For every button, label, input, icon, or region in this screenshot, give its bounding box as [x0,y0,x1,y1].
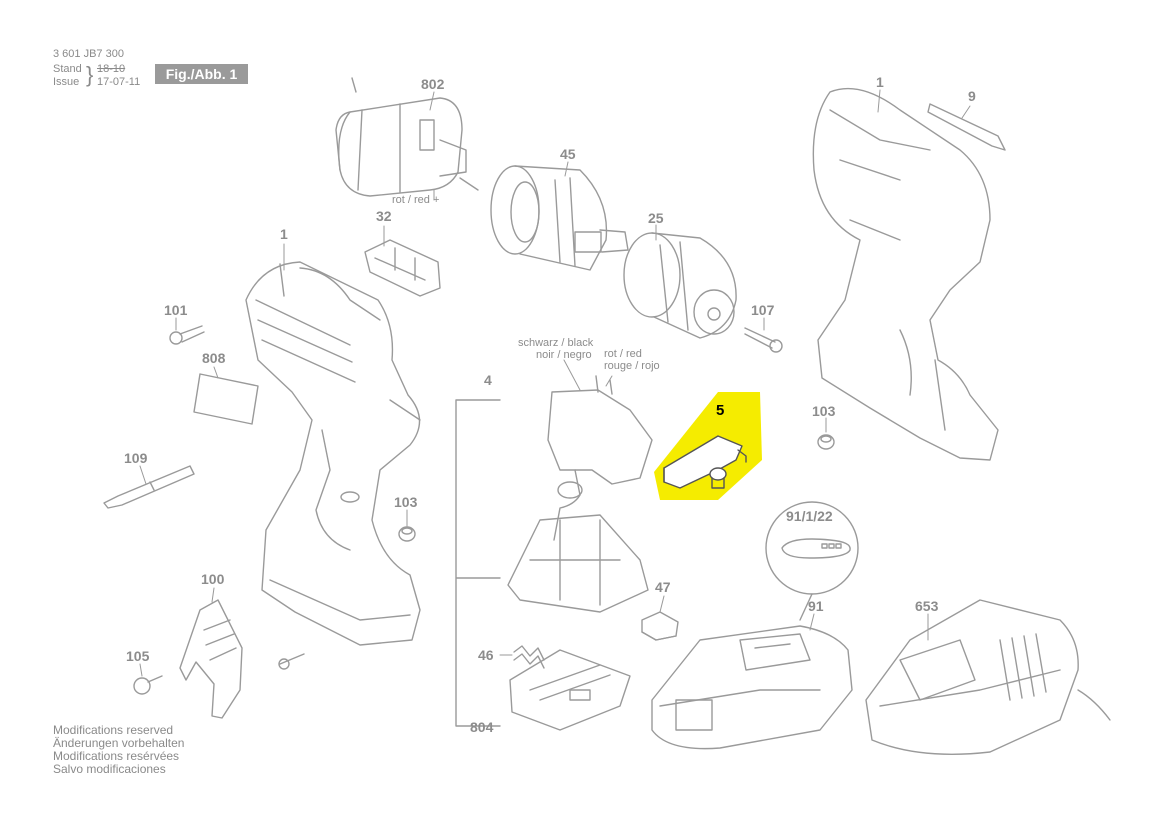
label-45: 45 [560,146,576,162]
label-105: 105 [126,648,150,664]
charger-653 [865,599,1111,755]
screw-101 [169,325,205,345]
label-1-right: 1 [876,74,884,90]
label-91: 91 [808,598,824,614]
clip-100 [179,599,243,719]
chuck-25 [623,232,737,339]
label-47: 47 [655,579,671,595]
screw-107 [744,327,783,353]
footer-line-2: Änderungen vorbehalten [53,736,185,750]
label-107: 107 [751,302,775,318]
issue-label: Issue [53,76,80,88]
figure-label: Fig./Abb. 1 [155,64,248,84]
black-wire-note-line2: noir / negro [536,349,592,361]
label-804: 804 [470,719,494,735]
stand-value: 18-10 [97,63,126,75]
motor-802 [335,77,479,197]
housing-right [812,87,999,461]
footer-line-4: Salvo modificaciones [53,762,166,776]
label-808: 808 [202,350,226,366]
label-100: 100 [201,571,225,587]
nut-103-left [398,526,416,542]
label-103-left: 103 [394,494,418,510]
label-5-highlighted: 5 [716,402,725,419]
label-109: 109 [124,450,148,466]
gearbox-45 [490,165,629,271]
issue-value: 17-07-11 [97,76,141,88]
highlight-part-5 [654,392,762,500]
brace-glyph: } [86,62,94,87]
footer-line-3: Modifications resérvées [53,749,180,763]
label-32: 32 [376,208,392,224]
part-32 [364,239,441,297]
label-103-right: 103 [812,403,836,419]
board-804 [509,649,631,731]
label-653: 653 [915,598,939,614]
label-802: 802 [421,76,445,92]
motor-wire-note: rot / red + [392,194,440,206]
bit-109 [103,465,195,509]
label-101: 101 [164,302,188,318]
footer-line-1: Modifications reserved [53,723,174,737]
label-circle-91-1-22 [765,501,859,621]
footer-notes: Modifications reserved Änderungen vorbeh… [53,724,184,776]
doc-number: 3 601 JB7 300 [53,48,124,60]
stand-label: Stand [53,63,82,75]
leader-lines [139,89,971,677]
black-wire-note-line1: schwarz / black [518,337,594,349]
housing-left [245,261,421,646]
label-808 [193,373,259,425]
screw-105 [133,653,305,695]
red-wire-note-line2: rouge / rojo [604,360,660,372]
red-wire-note-line1: rot / red [604,348,642,360]
nut-103-right [817,434,835,450]
battery-91 [651,625,853,750]
label-9: 9 [968,88,976,104]
label-1-left: 1 [280,226,288,242]
bracket-4 [455,399,501,727]
label-25: 25 [648,210,664,226]
strip-9 [927,103,1006,151]
label-4: 4 [484,372,492,388]
spring-46 [513,645,545,669]
part-47 [641,611,679,641]
label-91-1-22: 91/1/22 [786,508,833,524]
switch-4 [507,375,653,613]
label-46: 46 [478,647,494,663]
